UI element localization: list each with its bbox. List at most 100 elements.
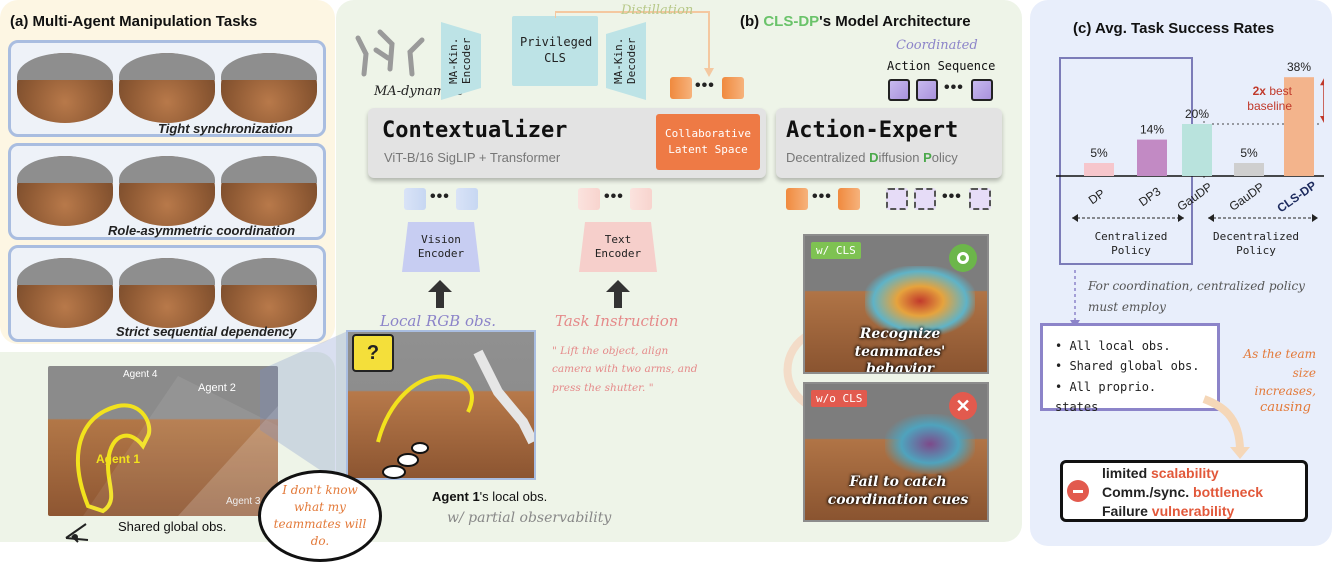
without-cls-tag: w/o CLS (811, 390, 868, 407)
bar-value-label: 5% (1090, 146, 1108, 160)
bar-gaudp (1234, 163, 1264, 176)
bar-dp (1084, 163, 1114, 176)
with-cls-view: w/ CLS Recognize teammates' behavior (803, 234, 989, 374)
ma-kin-decoder: MA-Kin. Decoder (606, 22, 646, 100)
agent-3-label: Agent 3 (226, 496, 261, 507)
projection-wedge (260, 330, 350, 490)
caption-role-asym: Role-asymmetric coordination (108, 223, 296, 238)
latent-token (670, 77, 692, 99)
up-arrow-icon (428, 280, 452, 308)
agent-4-label: Agent 4 (123, 369, 158, 380)
ma-kin-encoder: MA-Kin. Encoder (441, 22, 481, 100)
privileged-cls-box: Privileged CLS (512, 16, 598, 86)
task-instruction-label: Task Instruction (555, 312, 679, 330)
bar-value-label: 20% (1185, 107, 1209, 121)
bar-dp3 (1137, 139, 1167, 176)
latent-token-dots: ••• (695, 77, 715, 94)
action-expert-title: Action-Expert (786, 118, 959, 143)
cls-token (786, 188, 808, 210)
agent-1-label: Agent 1 (96, 452, 141, 466)
requirement-item: • All local obs. (1055, 339, 1171, 353)
noise-token-dots: ••• (942, 188, 962, 205)
bar-value-label: 38% (1287, 60, 1311, 74)
minus-icon (1067, 480, 1089, 502)
latent-token (722, 77, 744, 99)
action-token-dots: ••• (944, 79, 964, 96)
agent-2-label: Agent 2 (198, 382, 236, 394)
panel-c-title: (c) Avg. Task Success Rates (1073, 20, 1275, 37)
caption-tight-sync: Tight synchronization (158, 121, 293, 136)
improvement-arrow-head (1320, 116, 1324, 123)
noise-token (914, 188, 936, 210)
bar-cls-dp (1284, 77, 1314, 176)
coordination-note: For coordination, centralized policy mus… (1088, 279, 1305, 314)
question-bubble: ? (352, 334, 394, 372)
contextualizer-block: Contextualizer ViT-B/16 SigLIP + Transfo… (368, 108, 766, 178)
extent-arrow-head (1312, 214, 1318, 222)
bar-value-label: 14% (1140, 123, 1164, 137)
with-cls-caption: Recognize teammates' behavior (854, 326, 946, 374)
drawback-item: Comm./sync. bottleneck (1102, 484, 1264, 500)
action-token (888, 79, 910, 101)
up-arrow-icon (606, 280, 630, 308)
drawback-item: Failure vulnerability (1102, 503, 1235, 519)
extent-arrow-head (1072, 214, 1078, 222)
shared-scene-image: Agent 4 Agent 2 Agent 1 Agent 3 (48, 366, 278, 516)
cls-token (838, 188, 860, 210)
cls-token-dots: ••• (812, 188, 832, 205)
failure-icon: ✕ (949, 392, 977, 420)
vision-token (456, 188, 478, 210)
text-token (630, 188, 652, 210)
vision-token-dots: ••• (430, 188, 450, 205)
ma-dynamics-label: MA-dynamics (374, 84, 464, 99)
coordinated-label: Coordinated (896, 38, 978, 53)
causing-label: causing (1260, 400, 1311, 415)
distillation-label: Distillation (621, 3, 694, 18)
caption-strict-seq: Strict sequential dependency (116, 324, 297, 339)
panel-a-title: (a) Multi-Agent Manipulation Tasks (10, 13, 258, 30)
distillation-arrow (554, 6, 715, 78)
thought-bubble: I don't know what my teammates will do. (258, 470, 382, 562)
shared-global-obs-label: Shared global obs. (118, 519, 227, 534)
action-token (971, 79, 993, 101)
decentralized-label: Decentralized Policy (1212, 230, 1300, 258)
category-tick-label: GauDP (1227, 180, 1267, 214)
category-tick-label: GauDP (1175, 180, 1215, 214)
centralized-label: Centralized Policy (1094, 230, 1168, 258)
team-size-note: As the team size increases, (1243, 347, 1316, 399)
agent1-local-view (346, 330, 536, 480)
success-icon (949, 244, 977, 272)
requirement-item: • All proprio. states (1055, 379, 1157, 415)
bar-gaudp (1182, 124, 1212, 176)
vision-encoder: Vision Encoder (402, 222, 480, 272)
action-expert-subtitle: Decentralized Diffusion Policy (786, 150, 958, 165)
action-token (916, 79, 938, 101)
action-sequence-label: Action Sequence (887, 59, 996, 73)
without-cls-view: w/o CLS ✕ Fail to catch coordination cue… (803, 382, 989, 522)
noise-token (969, 188, 991, 210)
panel-b-title: (b) CLS-DP's Model Architecture (740, 13, 971, 30)
instruction-text: " Lift the object, align camera with two… (552, 345, 698, 394)
agent1-local-caption: Agent 1's local obs. (432, 489, 548, 504)
partial-observability-label: w/ partial observability (447, 510, 612, 526)
improvement-arrow-head (1320, 78, 1324, 86)
drawback-item: limited scalability (1102, 465, 1219, 481)
category-tick-label: DP3 (1136, 184, 1163, 209)
task-thumbnail-sync (8, 40, 326, 137)
extent-arrow-head (1208, 214, 1214, 222)
eye-icon (62, 516, 94, 546)
best-baseline-note: 2x best baseline (1247, 84, 1292, 113)
text-token (578, 188, 600, 210)
text-encoder: Text Encoder (579, 222, 657, 272)
category-tick-label: DP (1086, 186, 1108, 207)
vision-token (404, 188, 426, 210)
noise-token (886, 188, 908, 210)
panel-c (1030, 0, 1332, 546)
task-thumbnail-role (8, 143, 326, 240)
contextualizer-title: Contextualizer (382, 118, 568, 143)
robot-arms-icon (352, 14, 432, 84)
requirement-item: • Shared global obs. (1055, 359, 1200, 374)
contextualizer-subtitle: ViT-B/16 SigLIP + Transformer (384, 150, 561, 165)
